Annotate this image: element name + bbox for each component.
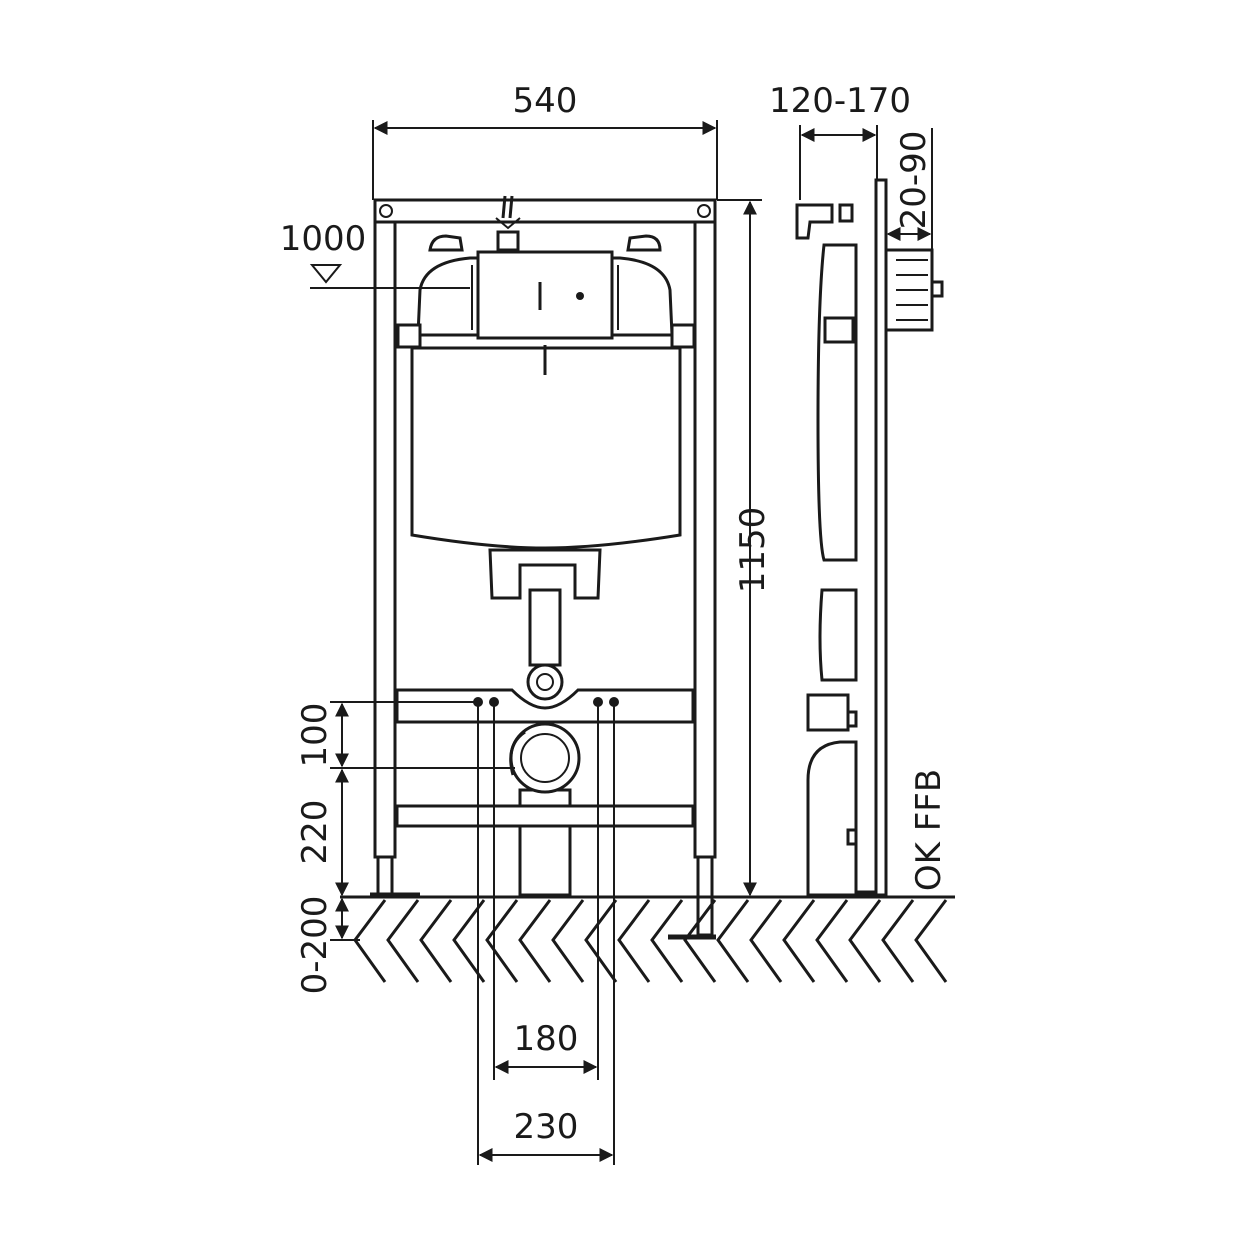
hatch-mark xyxy=(485,899,519,983)
hatch-mark xyxy=(518,899,552,983)
hatch-mark xyxy=(551,899,585,983)
hatch-mark xyxy=(848,899,882,983)
hatch-mark xyxy=(815,899,849,983)
front-view xyxy=(370,195,717,940)
hatch-mark xyxy=(386,899,420,983)
hatch-mark xyxy=(881,899,915,983)
hatch-mark xyxy=(683,899,717,983)
hatch-mark xyxy=(716,899,750,983)
floor-level-label: OK FFB xyxy=(909,769,949,891)
hatch-mark xyxy=(749,899,783,983)
side-view xyxy=(795,178,944,897)
dim-220-label: 220 xyxy=(295,800,335,865)
dim-1000-label: 1000 xyxy=(280,219,367,259)
hatch-mark xyxy=(782,899,816,983)
dim-20-90-label: 20-90 xyxy=(894,131,934,230)
dim-100-label: 100 xyxy=(295,703,335,768)
dimension-lines xyxy=(309,120,933,1165)
hatch-mark xyxy=(617,899,651,983)
dim-180-label: 180 xyxy=(514,1019,579,1059)
dim-230-label: 230 xyxy=(514,1107,579,1147)
dim-540-label: 540 xyxy=(513,81,578,121)
hatch-mark xyxy=(452,899,486,983)
dim-1150-label: 1150 xyxy=(733,507,773,594)
dim-0-200-label: 0-200 xyxy=(295,896,335,995)
hatch-mark xyxy=(584,899,618,983)
hatch-mark xyxy=(419,899,453,983)
dim-120-170-label: 120-170 xyxy=(769,81,911,121)
hatch-mark xyxy=(650,899,684,983)
floor-hatching xyxy=(340,895,955,983)
hatch-mark xyxy=(914,899,948,983)
